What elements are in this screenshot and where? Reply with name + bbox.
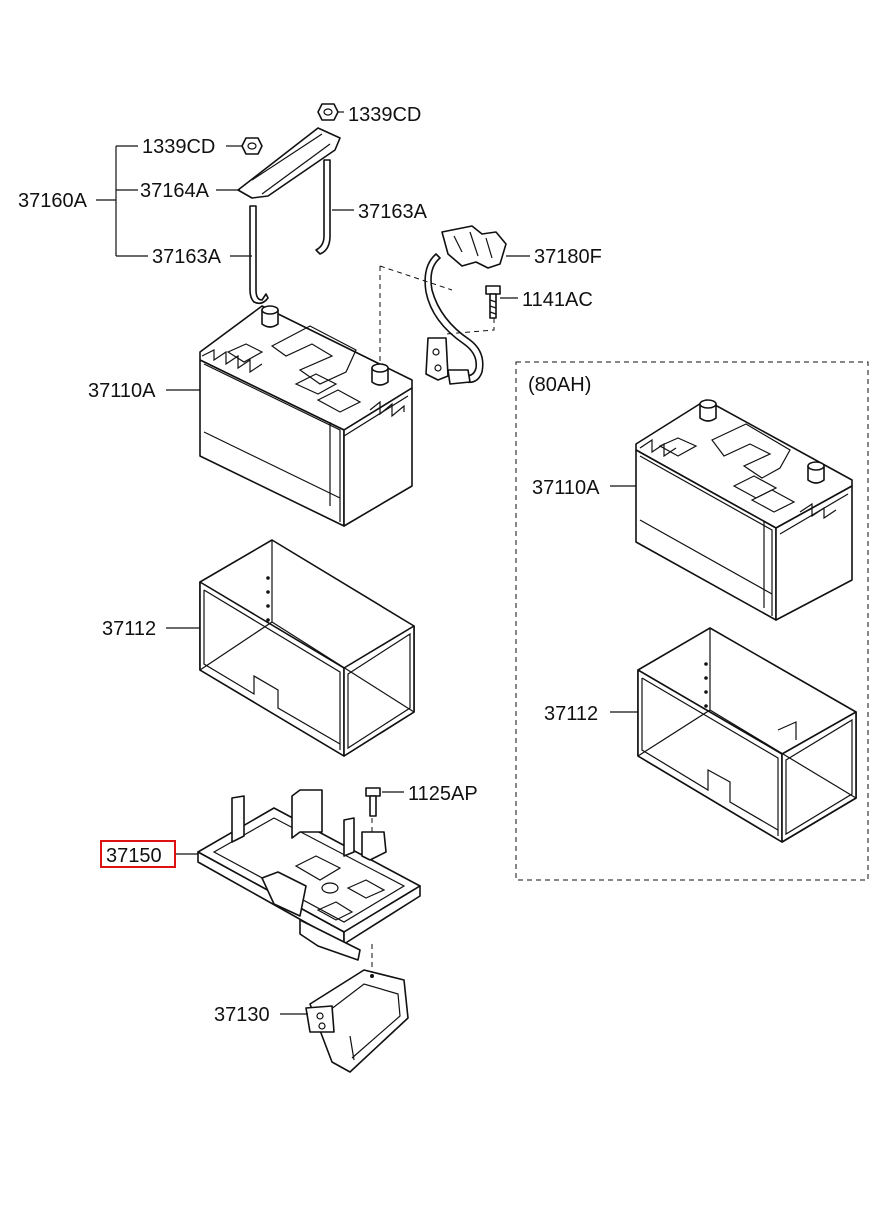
battery-cable-37180F xyxy=(379,225,507,385)
terminal-post-right xyxy=(371,363,389,386)
callout-37163A-right[interactable]: 37163A xyxy=(358,201,428,223)
callout-37112-variant[interactable]: 37112 xyxy=(544,703,598,725)
callout-37130[interactable]: 37130 xyxy=(214,1004,270,1026)
variant-terminal-right xyxy=(807,461,825,484)
callout-1125AP[interactable]: 1125AP xyxy=(408,783,478,805)
callout-37110A-main[interactable]: 37110A xyxy=(88,380,156,402)
battery-37110A-main xyxy=(199,305,413,527)
battery-37110A-variant xyxy=(635,399,853,621)
bolt-1125AP xyxy=(365,787,381,817)
variant-80ah-panel xyxy=(515,361,869,881)
callout-37163A-left[interactable]: 37163A xyxy=(152,246,222,268)
variant-title: (80AH) xyxy=(528,374,591,396)
clamp-bracket-37164A xyxy=(237,127,341,199)
insulator-box-37112-variant xyxy=(637,627,857,843)
insulator-box-37112-main xyxy=(199,539,415,757)
callout-1141AC[interactable]: 1141AC xyxy=(522,289,593,311)
callout-1339CD-top[interactable]: 1339CD xyxy=(348,104,421,126)
cable-terminal-clamp xyxy=(425,337,449,381)
battery-tray-37150 xyxy=(197,787,421,976)
callout-37180F[interactable]: 37180F xyxy=(534,246,602,268)
bracket-37130 xyxy=(305,969,409,1073)
hold-down-clamp-assembly xyxy=(237,103,341,305)
callout-37150[interactable]: 37150 xyxy=(106,845,162,867)
callout-1339CD-left[interactable]: 1339CD xyxy=(142,136,215,158)
callout-labels: 37160A 1339CD 1339CD 37164A 37163A 37163… xyxy=(18,104,602,1026)
nut-1339CD-top xyxy=(317,103,339,121)
bolt-1141AC xyxy=(485,285,501,319)
terminal-post-left xyxy=(261,305,279,328)
callout-37160A[interactable]: 37160A xyxy=(18,190,88,212)
callout-37110A-variant[interactable]: 37110A xyxy=(532,477,600,499)
callout-37112-main[interactable]: 37112 xyxy=(102,618,156,640)
callout-37164A[interactable]: 37164A xyxy=(140,180,210,202)
rod-37163A-right xyxy=(315,159,331,255)
leader-lines xyxy=(96,111,638,1015)
highlight-box-37150 xyxy=(100,840,176,868)
rod-37163A-left xyxy=(249,205,269,305)
nut-1339CD-left xyxy=(241,137,263,155)
variant-terminal-left xyxy=(699,399,717,422)
